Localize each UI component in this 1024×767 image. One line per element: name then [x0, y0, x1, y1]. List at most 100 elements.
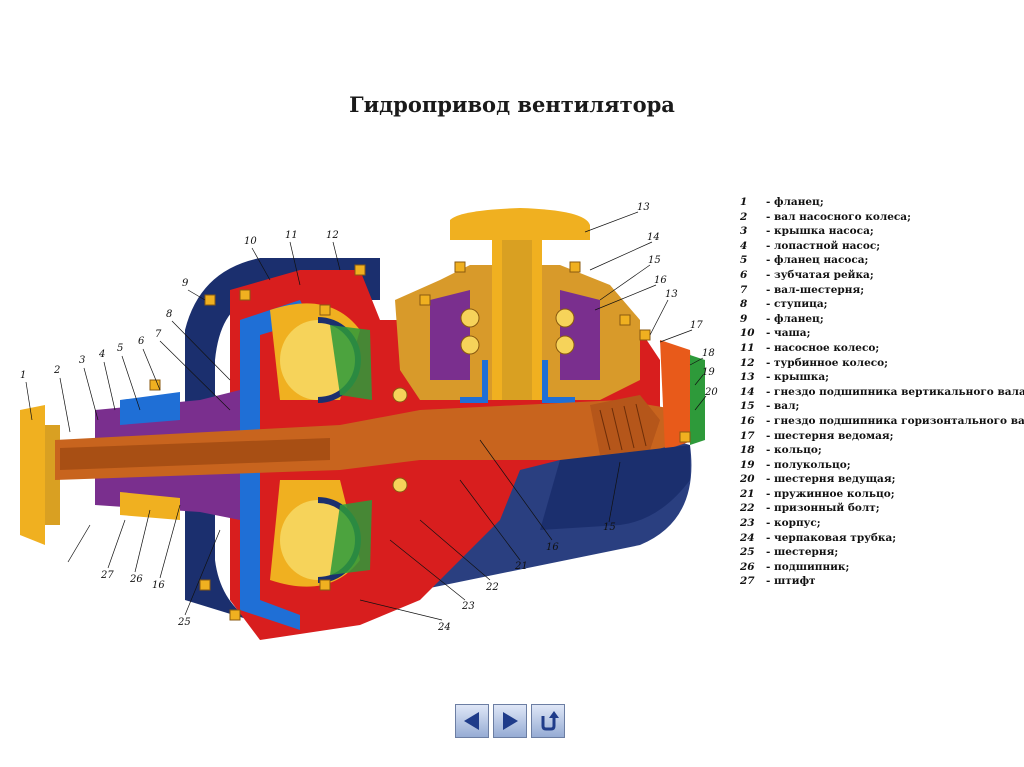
legend-text: - фланец;	[766, 312, 824, 325]
legend-number: 19	[740, 458, 755, 471]
legend-text: - насосное колесо;	[766, 341, 880, 354]
legend-item: 24 - черпаковая трубка;	[740, 531, 1024, 546]
legend-text: - шестерня ведомая;	[766, 429, 894, 442]
callout-label: 10	[244, 236, 257, 247]
leader-lines	[25, 211, 707, 621]
callout-label: 3	[79, 355, 85, 366]
callout-label: 18	[702, 348, 715, 359]
return-button[interactable]	[531, 704, 565, 738]
legend-item: 16 - гнездо подшипника горизонтального ва…	[740, 414, 1024, 429]
callout-label: 8	[166, 309, 172, 320]
legend-item: 3 - крышка насоса;	[740, 224, 1024, 239]
callout-label: 27	[100, 570, 114, 581]
legend-number: 9	[740, 312, 748, 325]
legend-item: 4 - лопастной насос;	[740, 239, 1024, 254]
legend-number: 18	[740, 444, 755, 457]
callout-label: 26	[129, 574, 143, 585]
callout-label: 16	[546, 542, 559, 553]
callout-label: 21	[514, 561, 528, 572]
legend-number: 26	[740, 560, 755, 573]
legend-number: 16	[740, 414, 755, 427]
legend-item: 15 - вал;	[740, 399, 1024, 414]
legend-text: - гнездо подшипника горизонтального вала…	[766, 414, 1024, 427]
legend-number: 2	[740, 210, 748, 223]
legend-number: 10	[740, 327, 755, 340]
legend-item: 12 - турбинное колесо;	[740, 356, 1024, 371]
callout-labels: 1 2 3 4 5 6 7 8 9 10 11 12 13 14 15 16 1…	[20, 202, 718, 633]
callout-label: 14	[647, 232, 660, 243]
legend-number: 25	[740, 546, 755, 559]
legend-text: - кольцо;	[766, 444, 822, 457]
slide-navigation	[455, 704, 573, 740]
legend-text: - ступица;	[766, 298, 828, 311]
page-title: Гидропривод вентилятора	[349, 92, 675, 117]
callout-label: 25	[177, 617, 191, 628]
callout-label: 15	[648, 255, 661, 266]
legend-number: 22	[740, 502, 755, 515]
left-triangle-icon	[464, 712, 479, 730]
return-arrow-icon	[541, 711, 559, 731]
legend-number: 4	[740, 239, 748, 252]
callout-label: 6	[138, 336, 145, 347]
callout-label: 11	[285, 230, 298, 241]
legend-text: - чаша;	[766, 327, 811, 340]
legend-text: - крышка;	[766, 371, 830, 384]
legend-item: 19 - полукольцо;	[740, 458, 1024, 473]
legend-text: - вал;	[766, 400, 800, 413]
legend-number: 27	[740, 575, 755, 588]
legend-text: - корпус;	[766, 517, 821, 530]
legend-text: - турбинное колесо;	[766, 356, 889, 369]
legend-item: 6- зубчатая рейка;	[740, 268, 1024, 283]
legend-item: 25 - шестерня;	[740, 545, 1024, 560]
legend-text: - черпаковая трубка;	[766, 531, 897, 544]
legend-item: 14- гнездо подшипника вертикального вала…	[740, 385, 1024, 400]
legend-text: - лопастной насос;	[766, 239, 881, 252]
legend-item: 11- насосное колесо;	[740, 341, 1024, 356]
legend-text: - шестерня;	[766, 546, 839, 559]
legend-text: - шестерня ведущая;	[766, 473, 896, 486]
legend-text: - вал-шестерня;	[766, 283, 865, 296]
callout-label: 2	[53, 365, 60, 376]
next-slide-button[interactable]	[493, 704, 527, 738]
legend-item: 2 - вал насосного колеса;	[740, 210, 1024, 225]
callout-label: 12	[326, 230, 339, 241]
legend-item: 5- фланец насоса;	[740, 253, 1024, 268]
legend-number: 8	[740, 298, 748, 311]
legend-item: 18 - кольцо;	[740, 443, 1024, 458]
callout-label: 19	[702, 367, 715, 378]
legend-item: 1- фланец;	[740, 195, 1024, 210]
legend-text: - полукольцо;	[766, 458, 851, 471]
callout-label: 16	[152, 580, 165, 591]
legend-text: - штифт	[766, 575, 816, 588]
legend-number: 20	[740, 473, 755, 486]
legend-item: 9 - фланец;	[740, 312, 1024, 327]
legend-text: - вал насосного колеса;	[766, 210, 911, 223]
callout-label: 5	[117, 343, 123, 354]
callout-label: 15	[603, 522, 616, 533]
legend-item: 20 - шестерня ведущая;	[740, 472, 1024, 487]
callout-label: 1	[20, 370, 26, 381]
legend-text: - крышка насоса;	[766, 225, 874, 238]
callout-label: 17	[690, 320, 703, 331]
callout-label: 13	[637, 202, 650, 213]
callout-label: 24	[437, 622, 451, 633]
previous-slide-button[interactable]	[455, 704, 489, 738]
legend-number: 15	[740, 400, 755, 413]
legend-number: 13	[740, 371, 755, 384]
legend-number: 24	[740, 531, 755, 544]
legend-number: 3	[740, 225, 748, 238]
right-triangle-icon	[503, 712, 518, 730]
legend-number: 12	[740, 356, 755, 369]
legend-item: 26- подшипник;	[740, 560, 1024, 575]
legend-text: - зубчатая рейка;	[766, 268, 874, 281]
legend-item: 13 - крышка;	[740, 370, 1024, 385]
legend-number: 7	[740, 283, 748, 296]
callout-label: 20	[704, 387, 718, 398]
callout-label: 16	[654, 275, 667, 286]
callout-label: 7	[155, 329, 162, 340]
drive-illustration	[20, 208, 705, 640]
legend-text: - призонный болт;	[766, 502, 880, 515]
legend-number: 21	[740, 487, 755, 500]
legend-item: 21- пружинное кольцо;	[740, 487, 1024, 502]
